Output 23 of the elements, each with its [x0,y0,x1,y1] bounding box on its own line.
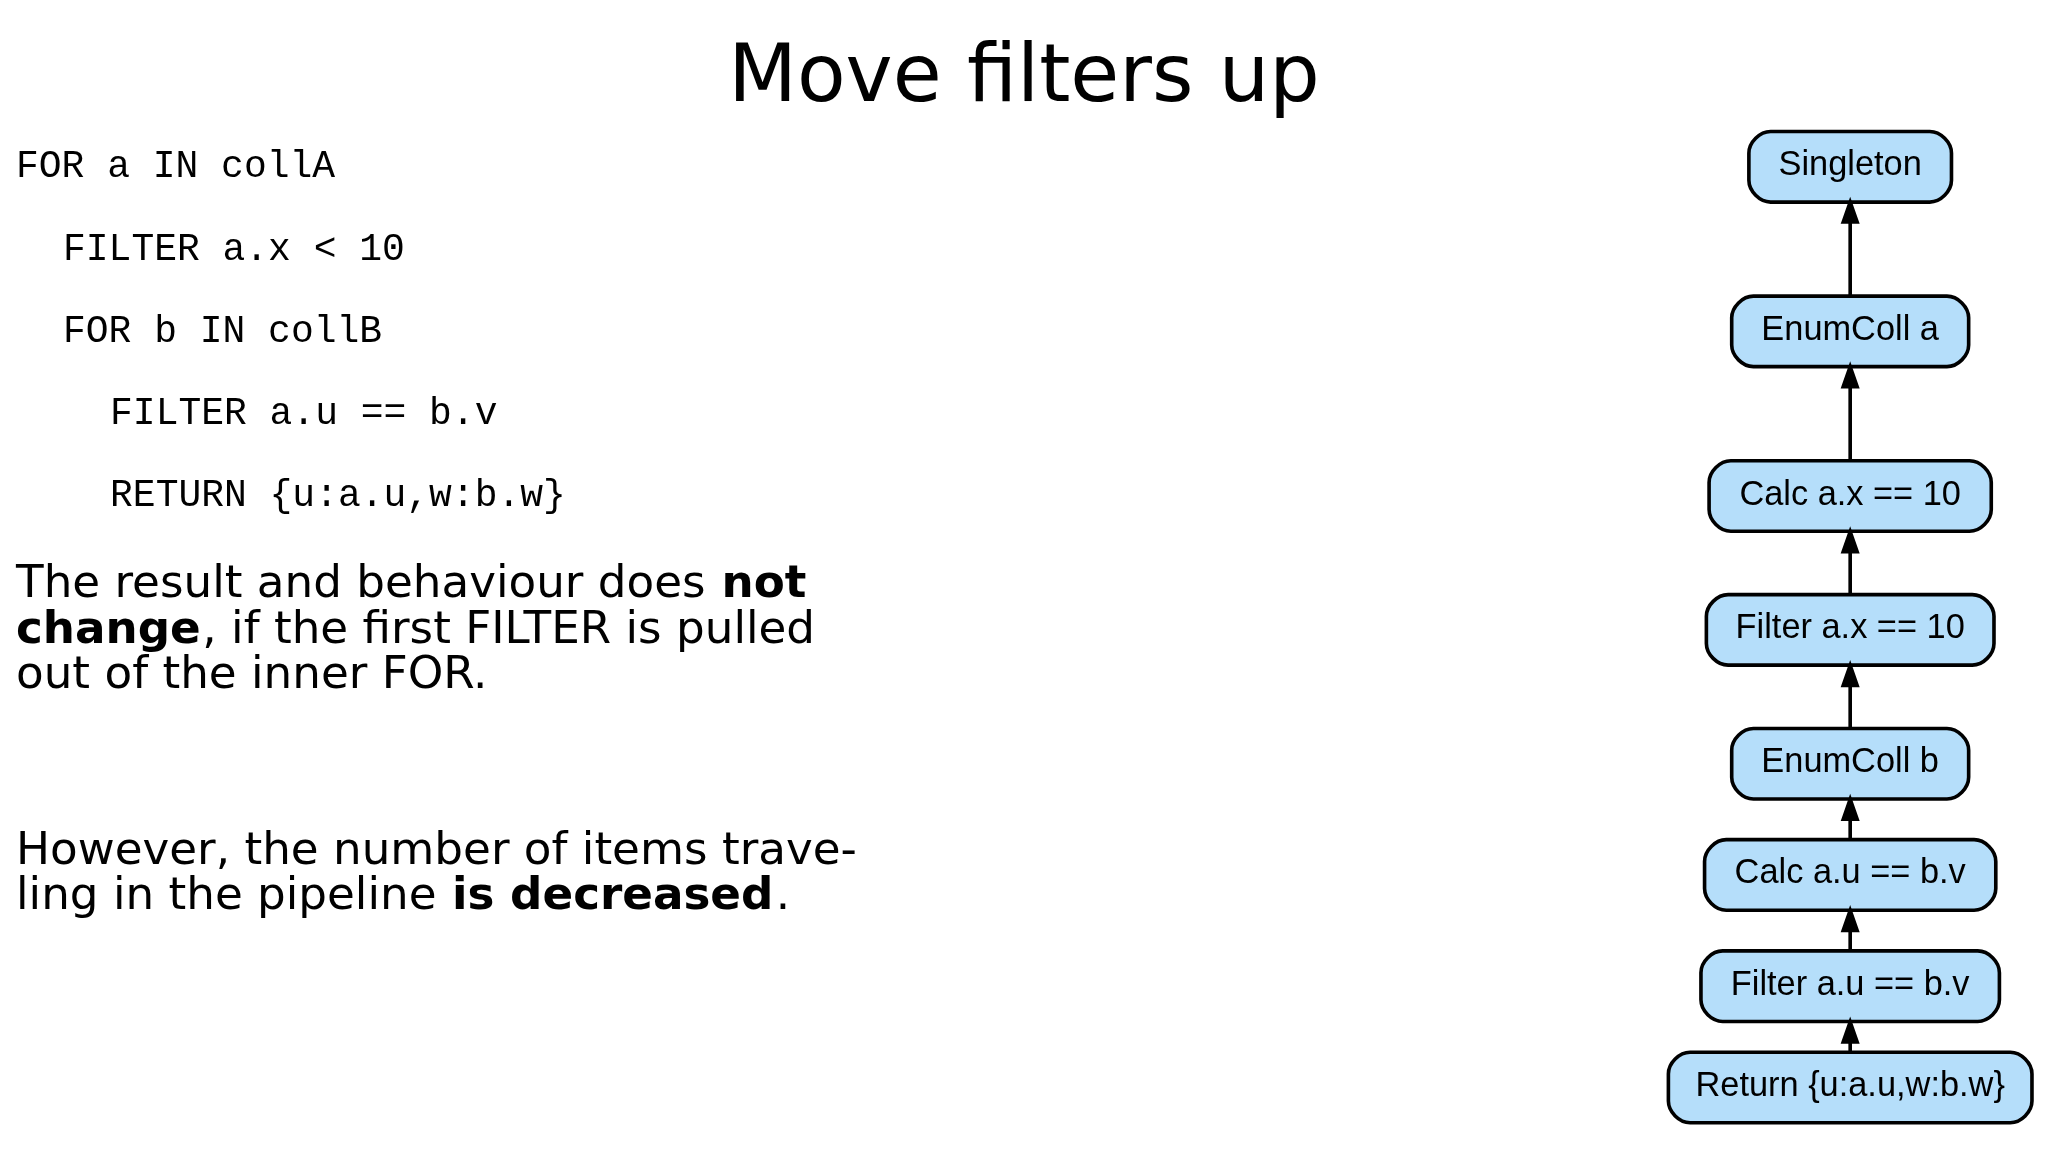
arrow [1840,196,1860,295]
arrow [1840,360,1860,460]
node-box: Return {u:a.u,w:b.w} [1666,1049,2034,1125]
arrow [1840,904,1860,951]
node-box: Calc a.x == 10 [1707,458,1994,533]
label: FILTER a.u == b.v [110,391,498,435]
node-box: Singleton [1747,129,1954,204]
node-box: Filter a.x == 10 [1704,592,1996,667]
node-box: Filter a.u == b.v [1699,948,2002,1023]
diagram-title: Move filters up [728,26,1320,120]
arrow [1840,1016,1860,1052]
arrow [1840,659,1860,728]
label: FILTER a.x < 10 [63,227,405,271]
label: RETURN {u:a.u,w:b.w} [110,474,566,517]
label: The result and behaviour does not change, if the first FILTER is pulled out of the inner FOR. [16,554,816,699]
node-box: Calc a.u == b.v [1702,837,1998,912]
label: FOR b IN collB [63,309,383,353]
arrow [1840,793,1860,840]
node-box: EnumColl a [1729,293,1971,368]
label: However, the number of items trave- ling in the pipeline is decreased. [16,821,857,920]
label: FOR a IN collA [16,144,336,188]
arrow [1840,525,1860,594]
node-box: EnumColl b [1729,726,1971,801]
